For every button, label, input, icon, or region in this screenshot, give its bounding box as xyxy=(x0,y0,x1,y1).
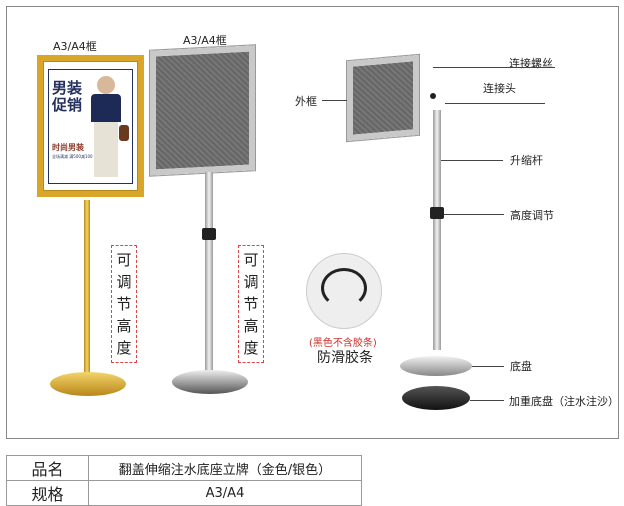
poster-headline: 男装促销 xyxy=(52,79,83,114)
weighted-base-part xyxy=(402,386,470,410)
spec-table: 品名 翻盖伸缩注水底座立牌（金色/银色） 规格 A3/A4 xyxy=(6,455,362,506)
model-head xyxy=(97,76,115,94)
poster-promo: 全场满减 满500减100 xyxy=(52,154,93,159)
model-bag xyxy=(119,125,129,141)
leader-line xyxy=(445,103,545,104)
outer-frame-part xyxy=(347,54,419,142)
leader-line xyxy=(433,67,555,68)
spec-value: A3/A4 xyxy=(88,480,362,506)
screw-label: 连接螺丝 xyxy=(509,57,553,70)
height-adjust-label: 高度调节 xyxy=(510,209,554,222)
leader-line xyxy=(322,100,347,101)
height-adjust-clamp xyxy=(430,207,444,219)
connector-label: 连接头 xyxy=(483,82,516,95)
table-row: 规格 A3/A4 xyxy=(6,480,362,506)
base-part xyxy=(400,356,472,376)
telescopic-rod-part xyxy=(433,110,441,350)
model-pants xyxy=(94,122,118,177)
height-clamp xyxy=(202,228,216,240)
anti-slip-strip-image xyxy=(306,253,382,329)
leader-line xyxy=(472,366,504,367)
leader-line xyxy=(441,160,503,161)
telescopic-rod-label: 升缩杆 xyxy=(510,154,543,167)
image-border xyxy=(6,6,619,439)
spec-key: 规格 xyxy=(6,480,89,506)
spec-key: 品名 xyxy=(6,455,89,481)
silver-adjustable-label: 可调节高度 xyxy=(238,245,264,363)
rubber-strip xyxy=(321,268,367,308)
outer-frame-label: 外框 xyxy=(295,95,317,108)
silver-base xyxy=(172,370,248,394)
leader-line xyxy=(444,214,504,215)
silver-frame-label: A3/A4框 xyxy=(183,34,227,47)
gold-frame-label: A3/A4框 xyxy=(53,40,97,53)
gold-poster-frame: 男装促销 时尚男装 全场满减 满500减100 xyxy=(37,55,144,197)
leader-line xyxy=(470,400,504,401)
gold-adjustable-label: 可调节高度 xyxy=(111,245,137,363)
gold-base xyxy=(50,372,126,396)
poster: 男装促销 时尚男装 全场满减 满500减100 xyxy=(48,69,133,184)
model-shirt xyxy=(91,94,121,122)
silver-pole xyxy=(205,172,213,372)
strip-note: (黑色不含胶条) xyxy=(309,338,377,349)
screw-part xyxy=(430,93,436,99)
base-label: 底盘 xyxy=(510,360,532,373)
weighted-base-label: 加重底盘（注水注沙） xyxy=(509,395,619,408)
spec-value: 翻盖伸缩注水底座立牌（金色/银色） xyxy=(88,455,362,481)
silver-poster-frame xyxy=(150,45,255,176)
table-row: 品名 翻盖伸缩注水底座立牌（金色/银色） xyxy=(6,455,362,481)
anti-slip-label: 防滑胶条 xyxy=(317,350,373,366)
gold-pole xyxy=(84,200,90,375)
poster-subline: 时尚男装 xyxy=(52,143,84,152)
